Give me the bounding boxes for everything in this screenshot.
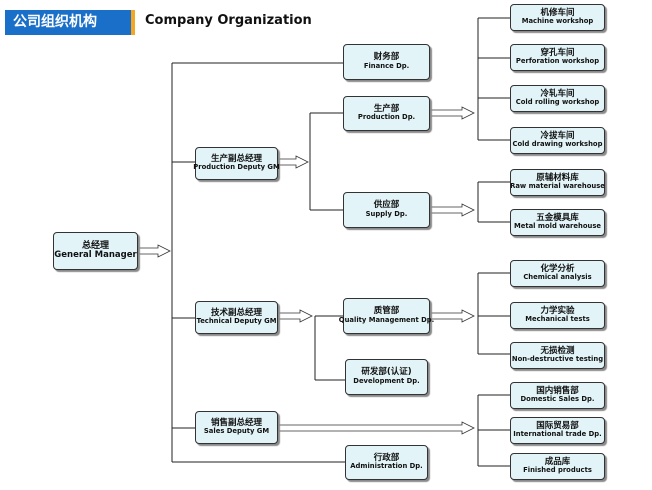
node-chemical-analysis: 化学分析 Chemical analysis <box>510 260 605 287</box>
node-metal-mold-warehouse-en: Metal mold warehouse <box>513 222 602 231</box>
node-cold-rolling-workshop-en: Cold rolling workshop <box>515 98 600 107</box>
node-perforation-workshop-en: Perforation workshop <box>515 57 600 66</box>
node-metal-mold-warehouse: 五金模具库 Metal mold warehouse <box>510 209 605 236</box>
node-non-destructive-testing-en: Non-destructive testing <box>511 355 604 364</box>
node-domestic-sales-dp: 国内销售部 Domestic Sales Dp. <box>510 382 605 409</box>
node-finance-dp-zh: 财务部 <box>373 52 400 63</box>
node-cold-drawing-workshop-zh: 冷拔车间 <box>540 130 575 141</box>
node-sales-deputy-gm-zh: 销售副总经理 <box>210 417 262 428</box>
node-production-deputy-gm-en: Production Deputy GM <box>193 163 280 172</box>
node-raw-material-warehouse: 原辅材料库 Raw material warehouse <box>510 169 605 196</box>
node-supply-dp-en: Supply Dp. <box>365 209 408 218</box>
node-administration-dp: 行政部 Administration Dp. <box>345 445 428 480</box>
node-international-trade-dp-en: International trade Dp. <box>513 430 602 439</box>
node-mechanical-tests-zh: 力学实验 <box>540 305 575 316</box>
node-production-deputy-gm-zh: 生产副总经理 <box>210 153 262 164</box>
node-international-trade-dp-zh: 国际贸易部 <box>536 420 579 431</box>
node-development-dp-en: Development Dp. <box>353 376 420 385</box>
node-supply-dp: 供应部 Supply Dp. <box>343 192 430 228</box>
node-chemical-analysis-zh: 化学分析 <box>540 263 575 274</box>
node-technical-deputy-gm-en: Technical Deputy GM <box>196 317 277 326</box>
node-finished-products-zh: 成品库 <box>544 456 571 467</box>
node-machine-workshop-en: Machine workshop <box>521 17 594 26</box>
node-production-dp: 生产部 Production Dp. <box>343 96 430 131</box>
header-title-en: Company Organization <box>145 13 312 28</box>
node-development-dp: 研发部(认证) Development Dp. <box>345 359 428 395</box>
node-sales-deputy-gm-en: Sales Deputy GM <box>203 427 270 436</box>
node-non-destructive-testing-zh: 无损检测 <box>540 345 575 356</box>
node-finance-dp: 财务部 Finance Dp. <box>343 44 430 80</box>
node-metal-mold-warehouse-zh: 五金模具库 <box>536 212 579 223</box>
node-supply-dp-zh: 供应部 <box>373 200 400 211</box>
node-production-dp-en: Production Dp. <box>357 113 416 122</box>
node-domestic-sales-dp-zh: 国内销售部 <box>536 385 579 396</box>
node-mechanical-tests: 力学实验 Mechanical tests <box>510 302 605 329</box>
node-raw-material-warehouse-zh: 原辅材料库 <box>536 172 579 183</box>
node-general-manager: 总经理 General Manager <box>53 232 138 270</box>
node-mechanical-tests-en: Mechanical tests <box>525 315 590 324</box>
node-machine-workshop-zh: 机修车间 <box>540 7 575 18</box>
node-cold-rolling-workshop: 冷轧车间 Cold rolling workshop <box>510 85 605 112</box>
node-general-manager-zh: 总经理 <box>81 240 109 251</box>
node-sales-deputy-gm: 销售副总经理 Sales Deputy GM <box>195 411 278 444</box>
node-finance-dp-en: Finance Dp. <box>363 61 410 70</box>
node-production-deputy-gm: 生产副总经理 Production Deputy GM <box>193 147 280 180</box>
node-perforation-workshop-zh: 穿孔车间 <box>540 47 575 58</box>
node-perforation-workshop: 穿孔车间 Perforation workshop <box>510 44 605 71</box>
node-administration-dp-zh: 行政部 <box>373 452 400 463</box>
node-international-trade-dp: 国际贸易部 International trade Dp. <box>510 417 605 444</box>
node-technical-deputy-gm-zh: 技术副总经理 <box>210 307 262 318</box>
node-finished-products-en: Finished products <box>523 466 592 475</box>
node-cold-rolling-workshop-zh: 冷轧车间 <box>540 88 575 99</box>
node-cold-drawing-workshop: 冷拔车间 Cold drawing workshop <box>510 127 605 154</box>
node-machine-workshop: 机修车间 Machine workshop <box>510 4 605 31</box>
node-technical-deputy-gm: 技术副总经理 Technical Deputy GM <box>195 301 278 334</box>
node-quality-management-dp-zh: 质管部 <box>373 306 400 317</box>
node-chemical-analysis-en: Chemical analysis <box>523 273 592 282</box>
header-title-zh: 公司组织机构 <box>5 10 131 35</box>
node-finished-products: 成品库 Finished products <box>510 453 605 480</box>
node-raw-material-warehouse-en: Raw material warehouse <box>510 182 605 191</box>
node-domestic-sales-dp-en: Domestic Sales Dp. <box>520 395 595 404</box>
node-development-dp-zh: 研发部(认证) <box>361 367 412 378</box>
node-production-dp-zh: 生产部 <box>373 103 400 114</box>
node-administration-dp-en: Administration Dp. <box>350 462 423 471</box>
header-accent-bar <box>131 10 135 35</box>
node-cold-drawing-workshop-en: Cold drawing workshop <box>512 140 603 149</box>
node-quality-management-dp: 质管部 Quality Management Dp. <box>339 298 434 334</box>
node-quality-management-dp-en: Quality Management Dp. <box>338 315 435 324</box>
node-non-destructive-testing: 无损检测 Non-destructive testing <box>510 342 605 369</box>
node-general-manager-en: General Manager <box>54 250 137 261</box>
